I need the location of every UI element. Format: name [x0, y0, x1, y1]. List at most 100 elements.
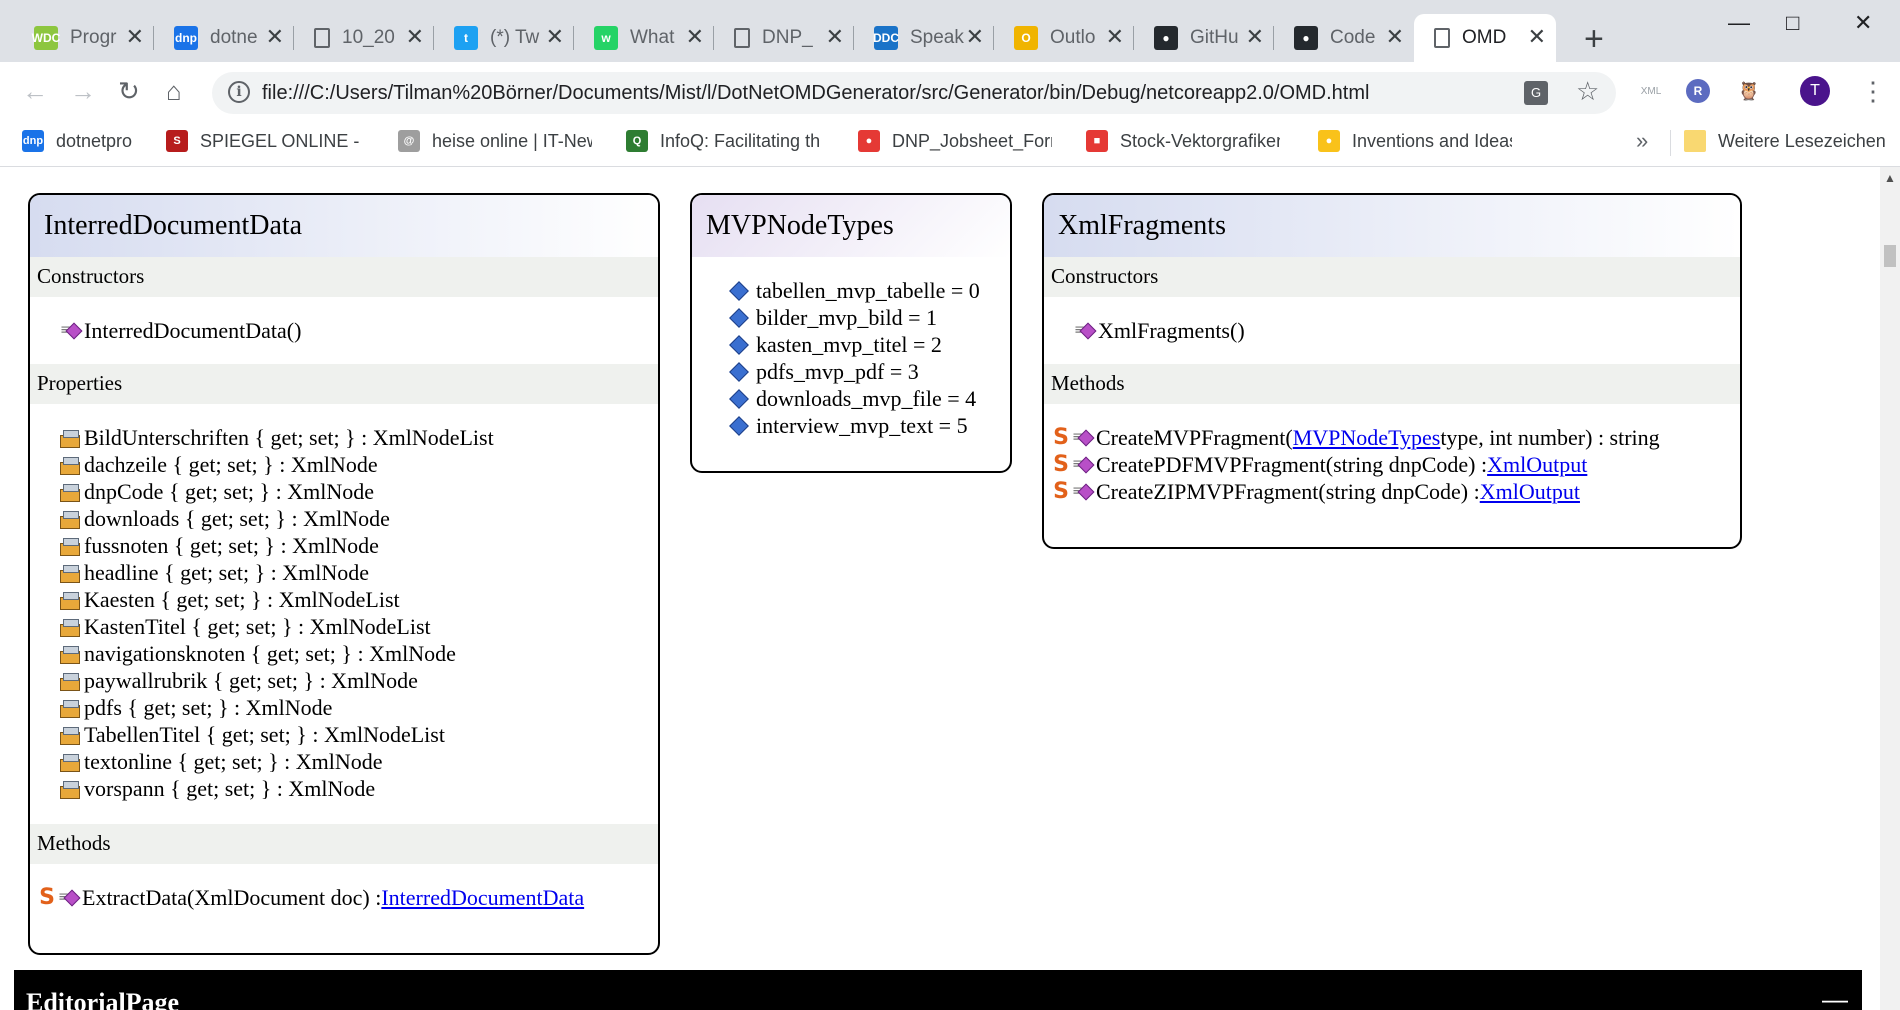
card-title: InterredDocumentData	[30, 195, 658, 257]
other-bookmarks-folder[interactable]: Weitere Lesezeichen	[1684, 130, 1886, 152]
address-bar[interactable]: i file:///C:/Users/Tilman%20Börner/Docum…	[212, 72, 1616, 114]
methods-header: Methods	[30, 824, 658, 864]
tab-close-icon[interactable]: ✕	[965, 24, 984, 49]
property-row: BildUnterschriften { get; set; } : XmlNo…	[60, 424, 658, 451]
tab-githu[interactable]: ●GitHu✕	[1134, 14, 1274, 62]
property-icon	[60, 591, 80, 610]
tab-label: OMD	[1462, 27, 1507, 48]
method-icon	[1072, 424, 1092, 451]
property-signature: downloads { get; set; } : XmlNode	[84, 506, 390, 531]
enum-value: kasten_mvp_titel = 2	[756, 332, 942, 357]
enum-value-row: interview_mvp_text = 5	[728, 412, 1010, 439]
constructor-icon	[60, 317, 80, 344]
property-icon	[60, 483, 80, 502]
page-info-icon[interactable]: i	[228, 81, 250, 103]
type-link[interactable]: MVPNodeTypes	[1292, 425, 1441, 450]
profile-avatar[interactable]: T	[1800, 76, 1830, 106]
tab--tw[interactable]: t(*) Tw✕	[434, 14, 574, 62]
other-bookmarks-label: Weitere Lesezeichen	[1718, 130, 1886, 151]
tab-close-icon[interactable]: ✕	[545, 24, 564, 49]
forward-button[interactable]: →	[70, 76, 96, 106]
r-icon[interactable]: R	[1686, 79, 1710, 103]
tab-close-icon[interactable]: ✕	[1527, 24, 1546, 49]
bookmark-item[interactable]: @heise online | IT-New	[398, 130, 592, 152]
tab-close-icon[interactable]: ✕	[1385, 24, 1404, 49]
enum-value-row: kasten_mvp_titel = 2	[728, 331, 1010, 358]
class-card-interred-document-data: InterredDocumentData Constructors Interr…	[28, 193, 660, 955]
tab-code[interactable]: ●Code✕	[1274, 14, 1414, 62]
scrollbar-thumb[interactable]	[1884, 245, 1896, 267]
close-window-button[interactable]: ✕	[1854, 10, 1873, 35]
reload-button[interactable]: ↻	[118, 76, 140, 106]
back-button[interactable]: ←	[22, 76, 48, 106]
methods-list: S ExtractData(XmlDocument doc) : Interre…	[30, 864, 658, 911]
dnp-icon: dnp	[174, 26, 198, 50]
section-header-editorial-page[interactable]: EditorialPage —	[14, 970, 1862, 1010]
tab-dnp-[interactable]: DNP_✕	[714, 14, 854, 62]
url-text[interactable]: file:///C:/Users/Tilman%20Börner/Documen…	[262, 82, 1370, 104]
tab-close-icon[interactable]: ✕	[265, 24, 284, 49]
tab-close-icon[interactable]: ✕	[825, 24, 844, 49]
tab-close-icon[interactable]: ✕	[685, 24, 704, 49]
tab-close-icon[interactable]: ✕	[1105, 24, 1124, 49]
translate-icon[interactable]: G	[1524, 81, 1548, 105]
property-signature: KastenTitel { get; set; } : XmlNodeList	[84, 614, 431, 639]
bookmarks-overflow-button[interactable]: »	[1636, 128, 1649, 153]
bookmark-label: Inventions and Ideas	[1352, 130, 1512, 151]
scroll-up-arrow-icon[interactable]: ▲	[1884, 171, 1896, 185]
tab-close-icon[interactable]: ✕	[125, 24, 144, 49]
method-row: SCreateMVPFragment(MVPNodeTypes type, in…	[1052, 424, 1740, 451]
collapse-button[interactable]: —	[1822, 984, 1848, 1010]
whatsapp-icon: w	[594, 26, 618, 50]
method-row: SCreatePDFMVPFragment(string dnpCode) : …	[1052, 451, 1740, 478]
tab-omd[interactable]: OMD ✕	[1414, 14, 1556, 62]
enum-value-row: downloads_mvp_file = 4	[728, 385, 1010, 412]
card-title: XmlFragments	[1044, 195, 1740, 257]
constructors-header: Constructors	[30, 257, 658, 297]
xml-icon[interactable]: XML	[1640, 85, 1662, 97]
maximize-button[interactable]: □	[1786, 10, 1800, 35]
tab-separator	[713, 26, 714, 50]
github-icon: ●	[1294, 26, 1318, 50]
new-tab-button[interactable]: +	[1584, 20, 1604, 58]
type-link-interred-document-data[interactable]: InterredDocumentData	[381, 885, 585, 910]
property-row: downloads { get; set; } : XmlNode	[60, 505, 658, 532]
tab-10-20[interactable]: 10_20✕	[294, 14, 434, 62]
method-signature: CreateZIPMVPFragment(string dnpCode) :	[1096, 479, 1480, 504]
owl-icon[interactable]: 🦉	[1737, 80, 1761, 101]
type-link[interactable]: XmlOutput	[1479, 479, 1580, 504]
properties-list: BildUnterschriften { get; set; } : XmlNo…	[30, 404, 658, 824]
bookmark-label: dotnetpro	[56, 130, 133, 151]
property-row: Kaesten { get; set; } : XmlNodeList	[60, 586, 658, 613]
file-icon	[734, 28, 750, 48]
tab-close-icon[interactable]: ✕	[1245, 24, 1264, 49]
enum-value: pdfs_mvp_pdf = 3	[756, 359, 919, 384]
constructors-list: XmlFragments()	[1044, 297, 1740, 364]
enum-member-icon	[729, 334, 749, 355]
bookmark-item[interactable]: ●Inventions and Ideas	[1318, 130, 1512, 152]
methods-list: SCreateMVPFragment(MVPNodeTypes type, in…	[1044, 404, 1740, 505]
enum-member-icon	[729, 361, 749, 382]
property-icon	[60, 672, 80, 691]
bookmark-label: DNP_Jobsheet_Formu	[892, 130, 1052, 151]
browser-menu-icon[interactable]: ⋮	[1860, 76, 1886, 106]
method-icon	[1072, 451, 1092, 478]
minimize-button[interactable]: —	[1728, 10, 1750, 35]
property-signature: BildUnterschriften { get; set; } : XmlNo…	[84, 425, 494, 450]
home-button[interactable]: ⌂	[166, 76, 182, 106]
bookmark-item[interactable]: ●DNP_Jobsheet_Formu	[858, 130, 1052, 152]
bookmark-star-icon[interactable]: ☆	[1576, 76, 1600, 106]
tab-close-icon[interactable]: ✕	[405, 24, 424, 49]
method-row: S ExtractData(XmlDocument doc) : Interre…	[38, 884, 658, 911]
vertical-scrollbar[interactable]: ▲	[1880, 167, 1900, 1010]
bookmark-item[interactable]: ■Stock-Vektorgrafiken	[1086, 130, 1280, 152]
type-link[interactable]: XmlOutput	[1487, 452, 1588, 477]
